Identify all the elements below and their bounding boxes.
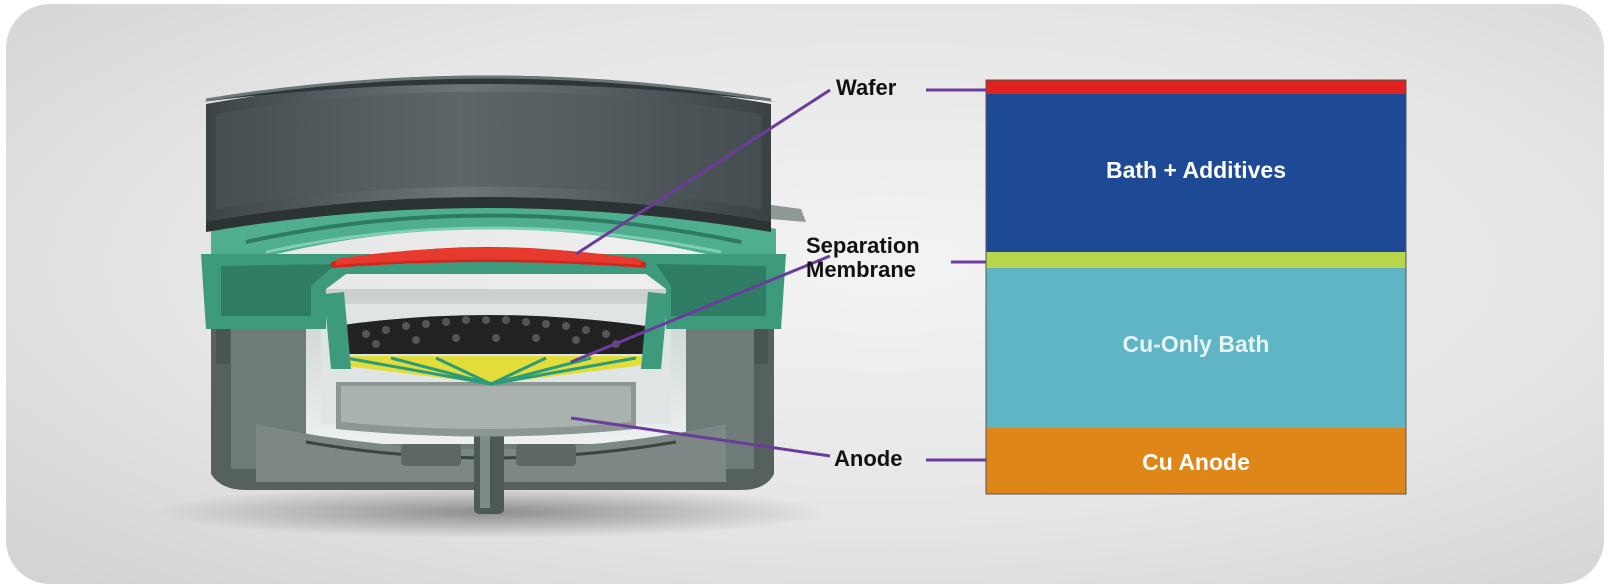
cu-only-bath-label: Cu-Only Bath: [1122, 331, 1270, 357]
perforated-plate: [336, 315, 646, 354]
electroplating-chamber-icon: [151, 75, 1407, 538]
green-ring-lower: [201, 254, 786, 329]
anode-label: Anode: [834, 446, 903, 471]
bath-additives-label: Bath + Additives: [1106, 157, 1286, 183]
diagram-panel: Wafer Separation Membrane Anode Bath + A…: [6, 4, 1604, 584]
separation-label-line1: Separation: [806, 233, 920, 258]
membrane-leader-line: [570, 254, 831, 364]
layer-wafer: [986, 80, 1406, 94]
separation-label-line2: Membrane: [806, 257, 917, 282]
anode-leader-line: [570, 416, 831, 458]
separation-label: Separation Membrane: [806, 234, 920, 282]
layer-cu-only-bath: [986, 268, 1406, 428]
layer-stack-border: [985, 79, 1407, 495]
wafer-leader-line: [575, 88, 831, 256]
layer-bath-additives: [986, 94, 1406, 252]
wafer-label: Wafer: [836, 75, 897, 100]
layer-membrane: [986, 252, 1406, 268]
layer-cu-anode: [986, 428, 1406, 494]
cu-anode-label: Cu Anode: [1142, 449, 1250, 475]
